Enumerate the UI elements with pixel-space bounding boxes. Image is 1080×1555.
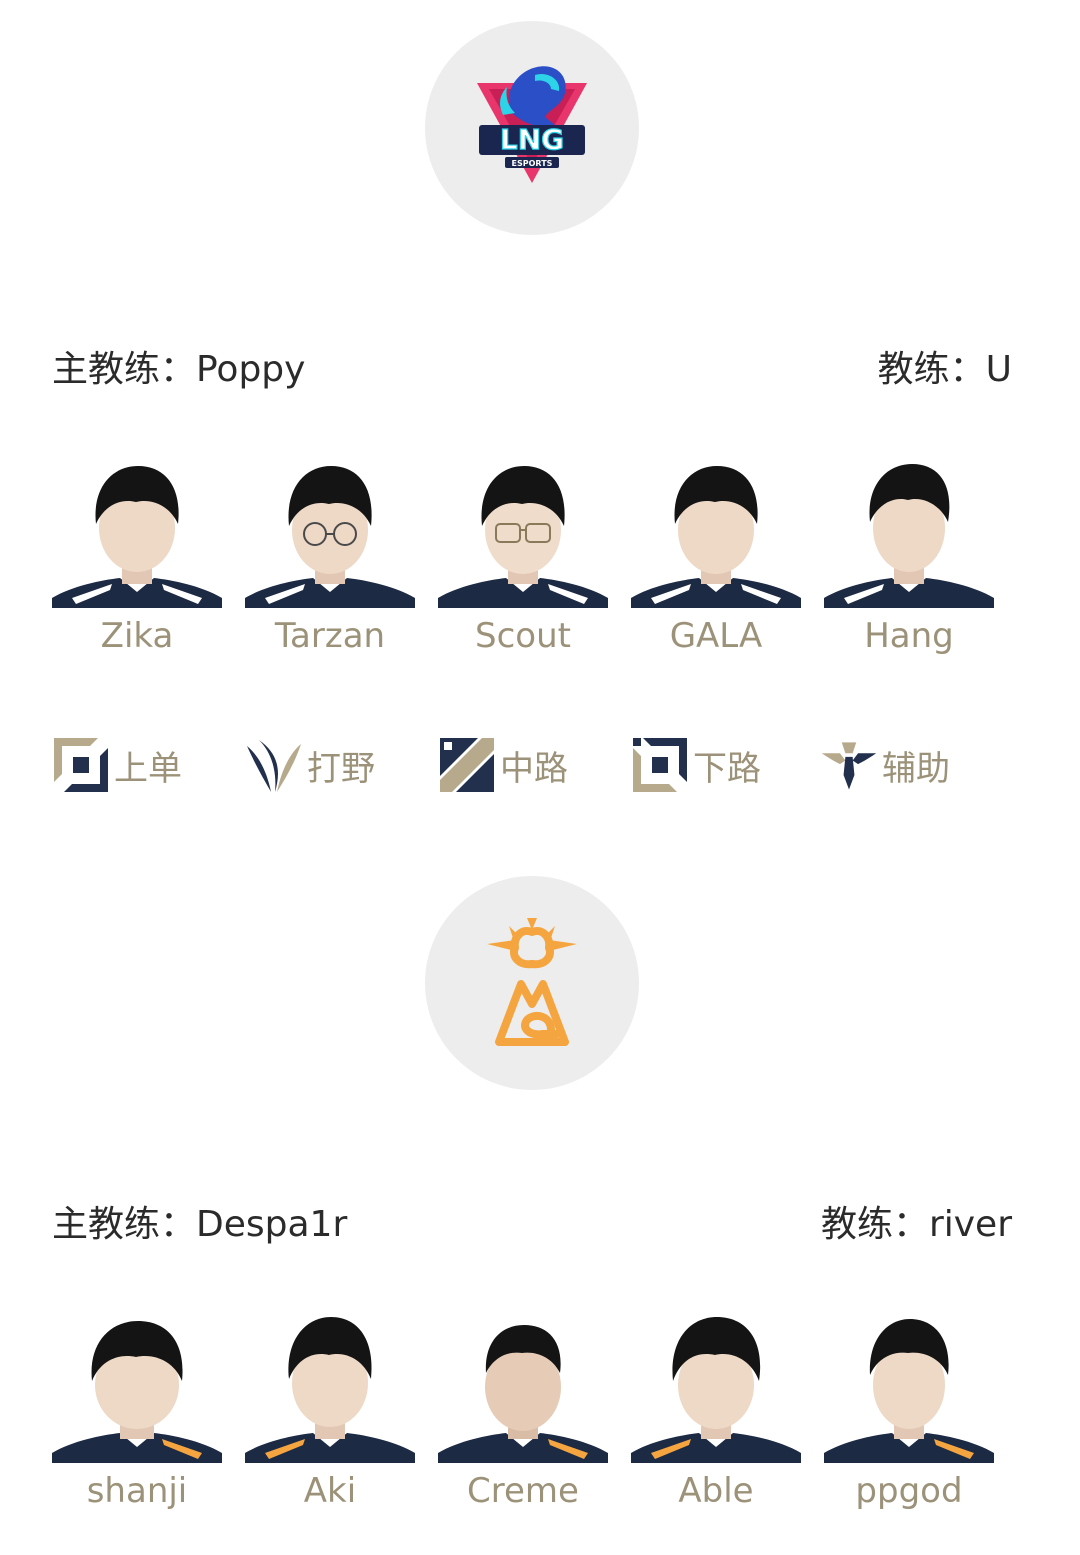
role-item-mid: 中路	[438, 733, 568, 797]
role-item-bot: 下路	[631, 733, 761, 797]
role-legend: 上单 打野 中路 下路 辅助	[52, 733, 1012, 797]
role-item-support: 辅助	[820, 733, 950, 797]
top-lane-icon	[54, 738, 108, 792]
player-photo	[438, 466, 608, 608]
player-name: Tarzan	[274, 616, 386, 656]
ag-logo	[487, 918, 577, 1046]
role-label: 中路	[500, 748, 568, 789]
coach-label: 教练：U	[877, 349, 1012, 390]
player-photo	[52, 466, 222, 608]
role-label: 上单	[114, 748, 182, 789]
lng-logo-circle: LNG ESPORTS	[425, 21, 639, 235]
player-card: ppgod	[824, 1313, 994, 1513]
head-coach-label: 主教练：Despa1r	[52, 1204, 348, 1245]
player-photo	[824, 464, 994, 608]
player-photo	[631, 466, 801, 608]
player-name: Hang	[864, 616, 954, 656]
player-photo	[631, 1317, 801, 1463]
player-card: Scout	[438, 458, 608, 658]
role-item-top: 上单	[52, 733, 182, 797]
coach-label: 教练：river	[820, 1204, 1012, 1245]
role-label: 辅助	[882, 748, 950, 789]
player-card: Zika	[52, 458, 222, 658]
player-card: GALA	[631, 458, 801, 658]
player-name: shanji	[86, 1471, 188, 1511]
jungle-icon	[247, 740, 301, 792]
player-photo	[245, 466, 415, 608]
player-card: Able	[631, 1313, 801, 1513]
player-photo	[438, 1325, 608, 1463]
player-card: Aki	[245, 1313, 415, 1513]
svg-text:LNG: LNG	[500, 123, 564, 156]
player-name: Creme	[467, 1471, 579, 1511]
role-label: 打野	[307, 748, 375, 789]
player-name: Zika	[100, 616, 174, 656]
player-photo	[245, 1317, 415, 1463]
coach-row-team2: 主教练：Despa1r 教练：river	[52, 1195, 1012, 1247]
head-coach-label: 主教练：Poppy	[52, 349, 306, 390]
player-name: GALA	[669, 616, 763, 656]
svg-text:ESPORTS: ESPORTS	[512, 159, 553, 168]
player-name: Able	[678, 1471, 754, 1511]
player-name: Aki	[303, 1471, 357, 1511]
support-icon	[821, 742, 877, 790]
player-photo	[52, 1321, 222, 1463]
player-row-team1: Zika Tarzan Scout	[52, 458, 1012, 658]
player-card: Hang	[824, 458, 994, 658]
role-item-jungle: 打野	[245, 733, 375, 797]
player-row-team2: shanji Aki Creme Able	[52, 1313, 1012, 1513]
mid-lane-icon	[440, 738, 494, 792]
player-name: Scout	[475, 616, 571, 656]
lng-esports-logo: LNG ESPORTS	[477, 66, 587, 183]
coach-row-team1: 主教练：Poppy 教练：U	[52, 340, 1012, 392]
role-label: 下路	[693, 748, 761, 789]
player-card: shanji	[52, 1313, 222, 1513]
player-card: Creme	[438, 1313, 608, 1513]
bot-lane-icon	[633, 738, 687, 792]
player-photo	[824, 1319, 994, 1463]
ag-logo-circle	[425, 876, 639, 1090]
player-name: ppgod	[855, 1471, 963, 1511]
player-card: Tarzan	[245, 458, 415, 658]
